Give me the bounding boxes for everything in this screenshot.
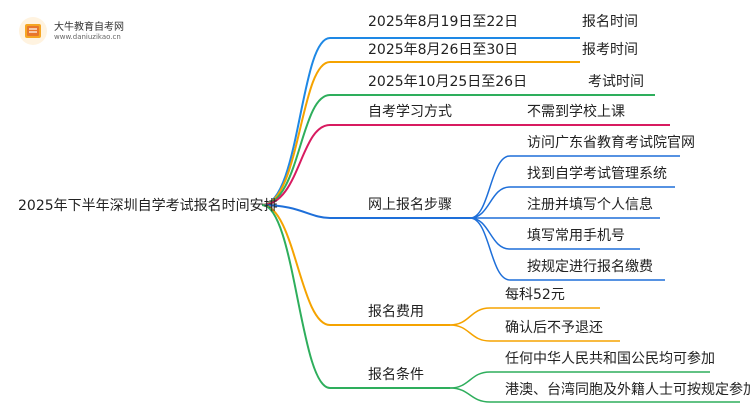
branch-6-label: 报名费用 (368, 304, 424, 320)
connector-step-4 (469, 217, 640, 250)
step-1-leaf: 访问广东省教育考试院官网 (527, 135, 695, 151)
watermark-title: 大牛教育自考网 (54, 22, 124, 33)
connector-branch-7 (261, 204, 450, 389)
cond-leaf-2: 港澳、台湾同胞及外籍人士可按规定参加 (505, 382, 750, 398)
connector-cond-1 (449, 371, 710, 389)
connector-step-2 (469, 186, 675, 219)
connector-branch-5 (261, 204, 470, 219)
branch-3-leaf: 考试时间 (588, 74, 644, 90)
branch-3-label: 2025年10月25日至26日 (368, 74, 528, 90)
root-topic: 2025年下半年深圳自学考试报名时间安排 (18, 198, 278, 214)
connector-cond-2 (449, 387, 740, 403)
branch-2-leaf: 报考时间 (582, 42, 638, 58)
branch-7-label: 报名条件 (368, 367, 424, 383)
fee-leaf-1: 每科52元 (505, 287, 565, 303)
watermark-logo: 大牛教育自考网 www.daniuzikao.cn (10, 14, 160, 48)
connector-branch-4 (261, 124, 670, 206)
fee-leaf-2: 确认后不予退还 (505, 320, 603, 336)
step-5-leaf: 按规定进行报名缴费 (527, 259, 653, 275)
connector-branch-3 (261, 94, 655, 206)
watermark-url: www.daniuzikao.cn (54, 33, 121, 41)
step-3-leaf: 注册并填写个人信息 (527, 197, 653, 213)
branch-2-label: 2025年8月26日至30日 (368, 42, 519, 58)
branch-1-label: 2025年8月19日至22日 (368, 14, 519, 30)
step-4-leaf: 填写常用手机号 (527, 228, 625, 244)
connector-fee-1 (449, 307, 600, 326)
connector-step-5 (469, 217, 665, 281)
step-2-leaf: 找到自学考试管理系统 (527, 166, 667, 182)
branch-5-label: 网上报名步骤 (368, 197, 452, 213)
book-icon (19, 17, 47, 45)
connector-branch-2 (261, 61, 580, 206)
connector-step-1 (469, 155, 680, 219)
branch-4-label: 自考学习方式 (368, 104, 452, 120)
branch-1-leaf: 报名时间 (582, 14, 638, 30)
connector-fee-2 (449, 324, 620, 342)
cond-leaf-1: 任何中华人民共和国公民均可参加 (505, 351, 715, 367)
connector-branch-6 (261, 204, 450, 326)
branch-4-leaf: 不需到学校上课 (527, 104, 625, 120)
